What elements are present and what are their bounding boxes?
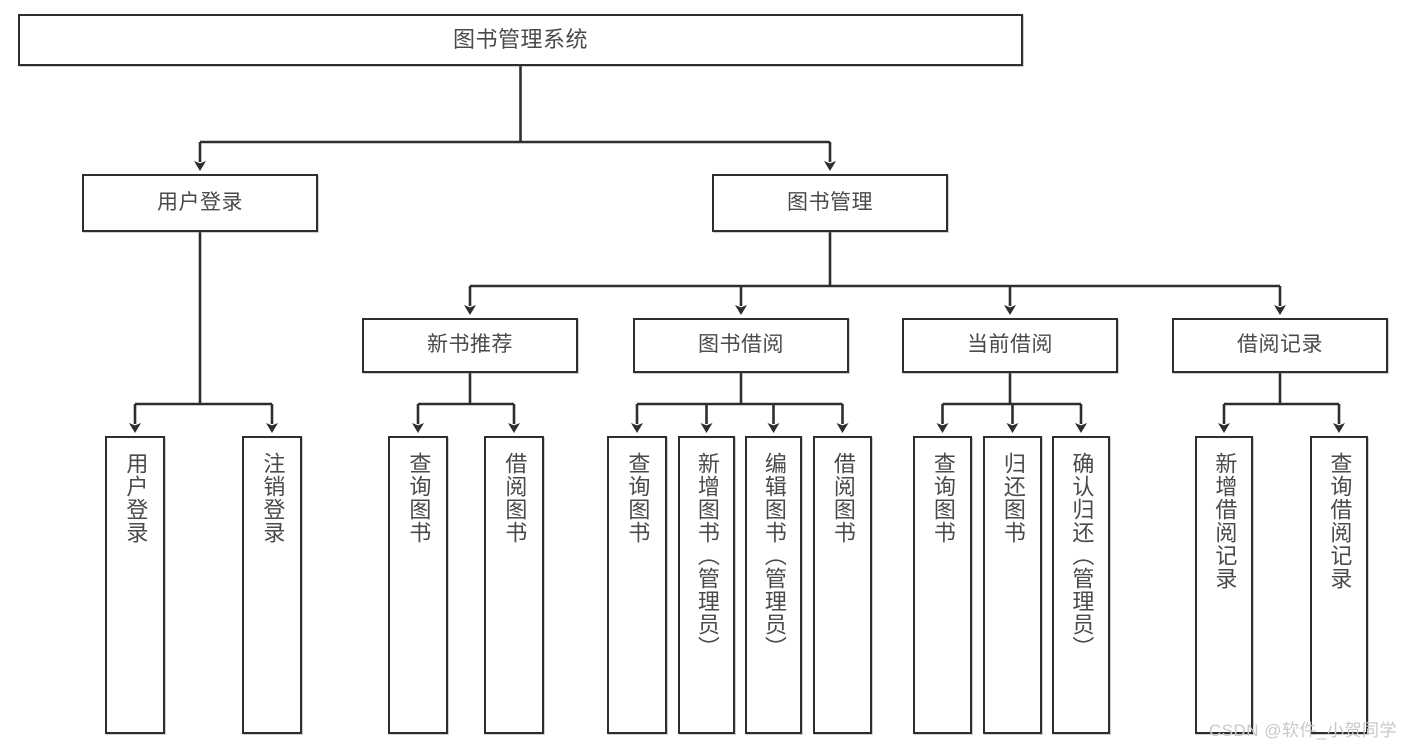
node-label: 确认归还（管理员） xyxy=(1069,452,1095,659)
node-book-manage[interactable]: 图书管理 xyxy=(712,174,948,232)
node-leaf-user-login[interactable]: 用户登录 xyxy=(105,436,165,734)
node-label: 图书管理系统 xyxy=(452,27,588,53)
node-label: 用户登录 xyxy=(123,452,149,544)
node-label: 注销登录 xyxy=(260,452,286,544)
node-label: 查询图书 xyxy=(406,452,432,544)
node-leaf-query-record[interactable]: 查询借阅记录 xyxy=(1310,436,1368,734)
node-leaf-confirm-return[interactable]: 确认归还（管理员） xyxy=(1052,436,1110,734)
node-label: 新书推荐 xyxy=(427,333,513,357)
node-leaf-add-record[interactable]: 新增借阅记录 xyxy=(1195,436,1253,734)
node-label: 新增图书（管理员） xyxy=(694,452,720,659)
node-root[interactable]: 图书管理系统 xyxy=(18,14,1023,66)
node-leaf-query-book-3[interactable]: 查询图书 xyxy=(913,436,972,734)
node-user-login[interactable]: 用户登录 xyxy=(82,174,318,232)
node-leaf-borrow-book-2[interactable]: 借阅图书 xyxy=(813,436,872,734)
csdn-watermark: CSDN @软件_小贺同学 xyxy=(1208,721,1397,740)
node-label: 查询图书 xyxy=(930,452,956,544)
node-leaf-add-book[interactable]: 新增图书（管理员） xyxy=(678,436,735,734)
node-leaf-return-book[interactable]: 归还图书 xyxy=(983,436,1042,734)
node-label: 借阅图书 xyxy=(830,452,856,544)
node-label: 查询图书 xyxy=(625,452,651,544)
node-label: 借阅图书 xyxy=(502,452,528,544)
node-current-borrow[interactable]: 当前借阅 xyxy=(902,318,1118,373)
node-label: 图书借阅 xyxy=(698,333,784,357)
node-label: 编辑图书（管理员） xyxy=(761,452,787,659)
node-leaf-query-book-2[interactable]: 查询图书 xyxy=(607,436,667,734)
node-book-borrow[interactable]: 图书借阅 xyxy=(633,318,849,373)
node-leaf-query-book-1[interactable]: 查询图书 xyxy=(388,436,448,734)
node-label: 图书管理 xyxy=(787,190,873,214)
node-leaf-borrow-book-1[interactable]: 借阅图书 xyxy=(484,436,544,734)
node-leaf-edit-book[interactable]: 编辑图书（管理员） xyxy=(745,436,802,734)
node-label: 归还图书 xyxy=(1000,452,1026,544)
node-label: 用户登录 xyxy=(157,190,243,214)
node-label: 当前借阅 xyxy=(967,333,1053,357)
node-label: 新增借阅记录 xyxy=(1212,452,1238,590)
node-leaf-logout[interactable]: 注销登录 xyxy=(242,436,302,734)
node-new-book-rec[interactable]: 新书推荐 xyxy=(362,318,578,373)
node-borrow-record[interactable]: 借阅记录 xyxy=(1172,318,1388,373)
node-label: 查询借阅记录 xyxy=(1327,452,1353,590)
node-label: 借阅记录 xyxy=(1237,333,1323,357)
